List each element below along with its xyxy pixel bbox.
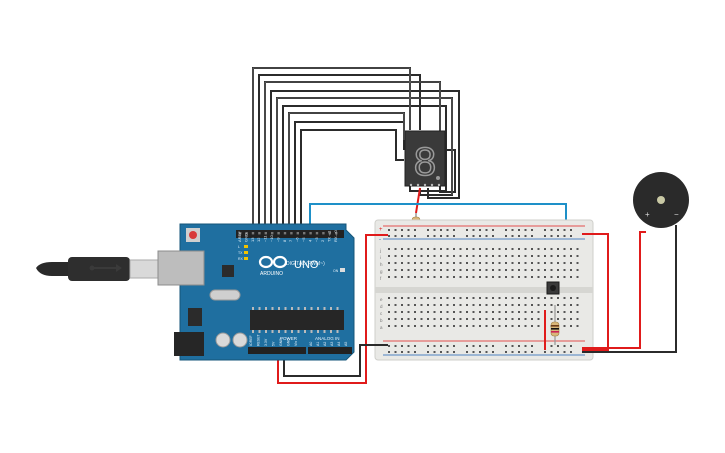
power-pin-label: RESET bbox=[257, 333, 261, 346]
digital-header-label: DIGITAL (PWM~) bbox=[286, 261, 325, 267]
breadboard[interactable]: + - j i h g f e d c b a bbox=[374, 219, 594, 361]
svg-text:RX: RX bbox=[238, 257, 244, 261]
power-pin-label: GND bbox=[287, 338, 291, 346]
analog-label: ANALOG IN bbox=[315, 336, 340, 341]
power-pin-label: IOREF bbox=[249, 335, 253, 346]
pushbutton[interactable] bbox=[546, 281, 560, 295]
power-pin-label: 5V bbox=[272, 341, 276, 346]
brand-label: ARDUINO bbox=[260, 271, 283, 277]
svg-text:b: b bbox=[380, 318, 383, 323]
analog-pin-label: A0 bbox=[309, 342, 313, 346]
digital-pin-label: 2 bbox=[320, 239, 325, 242]
power-pin-label: GND bbox=[279, 338, 283, 346]
power-pin-label: 3.3V bbox=[264, 338, 268, 346]
analog-header bbox=[308, 347, 352, 354]
digital-pin-label: 12 bbox=[256, 237, 261, 242]
svg-text:L: L bbox=[238, 245, 240, 249]
digital-pin-label: 7 bbox=[288, 239, 293, 242]
svg-text:ON: ON bbox=[333, 269, 339, 273]
digital-pin-label: RX←0 bbox=[333, 229, 338, 242]
led-labels: L TX RX ON bbox=[238, 245, 339, 273]
capacitor-1 bbox=[215, 332, 231, 348]
row-letters: j i h g f e d c b a bbox=[379, 248, 383, 330]
voltage-regulator bbox=[188, 308, 202, 326]
digital-pin-label: 4 bbox=[307, 239, 312, 242]
arduino-logo-icon bbox=[258, 255, 288, 269]
display-wire-highlights bbox=[252, 67, 453, 232]
svg-text:TX: TX bbox=[238, 251, 243, 255]
digital-pin-label: ~5 bbox=[301, 237, 306, 242]
analog-pin-label: A4 bbox=[337, 342, 341, 346]
svg-text:d: d bbox=[380, 304, 383, 309]
digital-pin-label: 13 bbox=[250, 237, 255, 242]
usb-chip bbox=[222, 265, 234, 277]
digital-pin-label: AREF bbox=[237, 231, 242, 242]
power-jack bbox=[174, 332, 204, 356]
rail-plus-label: + bbox=[379, 227, 383, 233]
digital-pin-label: 8 bbox=[282, 239, 287, 242]
svg-text:e: e bbox=[380, 297, 383, 302]
piezo-buzzer[interactable]: + − bbox=[633, 172, 689, 228]
digital-pin-label: ~9 bbox=[275, 237, 280, 242]
digital-pin-label: TX→1 bbox=[327, 230, 332, 242]
svg-text:c: c bbox=[380, 311, 383, 316]
svg-text:j: j bbox=[379, 248, 381, 253]
digital-pin-label: ~11 bbox=[263, 235, 268, 242]
digital-pin-label: GND bbox=[243, 233, 248, 242]
svg-text:i: i bbox=[380, 255, 381, 260]
power-pin-label: Vin bbox=[294, 341, 298, 346]
usb-b-port bbox=[157, 250, 205, 286]
svg-text:f: f bbox=[380, 276, 382, 281]
usb-icon bbox=[89, 264, 122, 272]
analog-pin-label: A5 bbox=[344, 342, 348, 346]
digital-pin-label: ~10 bbox=[269, 234, 274, 242]
seven-segment-display[interactable]: 8 bbox=[404, 130, 446, 187]
buzzer-minus-label: − bbox=[674, 210, 679, 219]
rail-minus-label: - bbox=[379, 237, 381, 243]
usb-cable[interactable] bbox=[36, 257, 159, 281]
digital-pin-label: ~6 bbox=[295, 237, 300, 242]
buzzer-plus-label: + bbox=[645, 210, 650, 219]
display-dot bbox=[436, 176, 440, 180]
analog-pin-label: A1 bbox=[316, 342, 320, 346]
digital-header bbox=[236, 230, 344, 238]
capacitor-2 bbox=[232, 332, 248, 348]
svg-text:h: h bbox=[380, 262, 383, 267]
atmega-chip bbox=[250, 310, 344, 330]
svg-text:g: g bbox=[380, 269, 383, 274]
svg-text:a: a bbox=[380, 325, 383, 330]
power-header bbox=[248, 347, 306, 354]
analog-pin-label: A2 bbox=[323, 342, 327, 346]
model-label: UNO bbox=[294, 259, 319, 271]
display-digit: 8 bbox=[414, 140, 436, 184]
power-wires[interactable] bbox=[277, 225, 677, 384]
power-label: POWER bbox=[280, 336, 298, 341]
pulldown-resistor[interactable] bbox=[550, 305, 560, 345]
crystal bbox=[209, 289, 241, 301]
digital-pin-label: ~3 bbox=[314, 237, 319, 242]
analog-pin-label: A3 bbox=[330, 342, 334, 346]
